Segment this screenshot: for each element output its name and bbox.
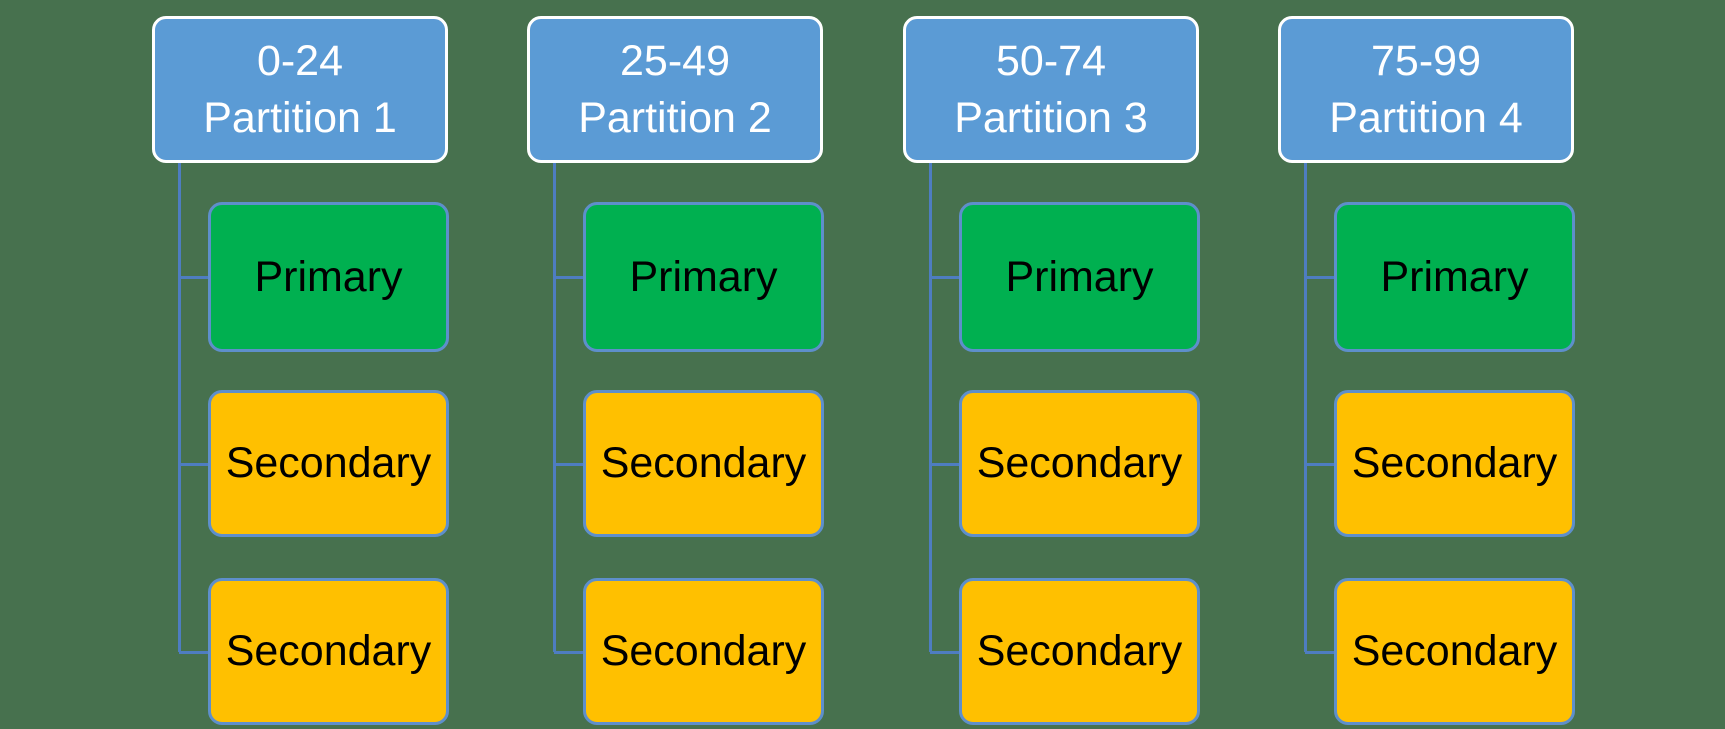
partition-header: 75-99 Partition 4 [1278, 16, 1574, 163]
connector-elbow-primary [554, 276, 585, 279]
secondary-node-label: Secondary [600, 627, 807, 675]
connector-elbow-secondary-2 [1305, 651, 1336, 654]
partition-range: 0-24 [256, 36, 344, 85]
secondary-node: Secondary [1334, 578, 1575, 725]
connector-elbow-primary [179, 276, 210, 279]
secondary-node-label: Secondary [600, 439, 807, 487]
partition-column-4: 75-99 Partition 4 Primary Secondary Seco… [1278, 0, 1654, 729]
partition-column-3: 50-74 Partition 3 Primary Secondary Seco… [903, 0, 1279, 729]
connector-vertical-line [1304, 163, 1307, 652]
secondary-node-label: Secondary [976, 627, 1183, 675]
partition-range: 50-74 [996, 36, 1106, 85]
connector-elbow-primary [1305, 276, 1336, 279]
primary-node-label: Primary [1005, 252, 1154, 301]
connector-elbow-secondary-1 [554, 463, 585, 466]
connector-vertical-line [929, 163, 932, 652]
primary-node: Primary [1334, 202, 1575, 352]
partition-column-2: 25-49 Partition 2 Primary Secondary Seco… [527, 0, 903, 729]
connector-vertical-line [553, 163, 556, 652]
connector-elbow-secondary-2 [930, 651, 961, 654]
primary-node-label: Primary [254, 252, 403, 301]
secondary-node-label: Secondary [976, 439, 1183, 487]
partition-header: 0-24 Partition 1 [152, 16, 448, 163]
secondary-node: Secondary [583, 578, 824, 725]
connector-elbow-primary [930, 276, 961, 279]
secondary-node: Secondary [208, 390, 449, 537]
primary-node: Primary [583, 202, 824, 352]
connector-elbow-secondary-1 [930, 463, 961, 466]
partition-label: Partition 1 [203, 93, 397, 142]
primary-node-label: Primary [629, 252, 778, 301]
partition-range: 25-49 [620, 36, 730, 85]
connector-vertical-line [178, 163, 181, 652]
secondary-node: Secondary [583, 390, 824, 537]
secondary-node: Secondary [959, 390, 1200, 537]
secondary-node: Secondary [1334, 390, 1575, 537]
connector-elbow-secondary-2 [179, 651, 210, 654]
partition-header: 25-49 Partition 2 [527, 16, 823, 163]
partition-label: Partition 4 [1329, 93, 1523, 142]
partition-header: 50-74 Partition 3 [903, 16, 1199, 163]
secondary-node: Secondary [208, 578, 449, 725]
partition-label: Partition 3 [954, 93, 1148, 142]
secondary-node-label: Secondary [225, 439, 432, 487]
secondary-node-label: Secondary [1351, 439, 1558, 487]
secondary-node: Secondary [959, 578, 1200, 725]
partition-column-1: 0-24 Partition 1 Primary Secondary Secon… [152, 0, 528, 729]
connector-elbow-secondary-1 [179, 463, 210, 466]
connector-elbow-secondary-1 [1305, 463, 1336, 466]
connector-elbow-secondary-2 [554, 651, 585, 654]
secondary-node-label: Secondary [225, 627, 432, 675]
primary-node-label: Primary [1380, 252, 1529, 301]
partition-range: 75-99 [1371, 36, 1481, 85]
secondary-node-label: Secondary [1351, 627, 1558, 675]
primary-node: Primary [959, 202, 1200, 352]
partition-label: Partition 2 [578, 93, 772, 142]
primary-node: Primary [208, 202, 449, 352]
